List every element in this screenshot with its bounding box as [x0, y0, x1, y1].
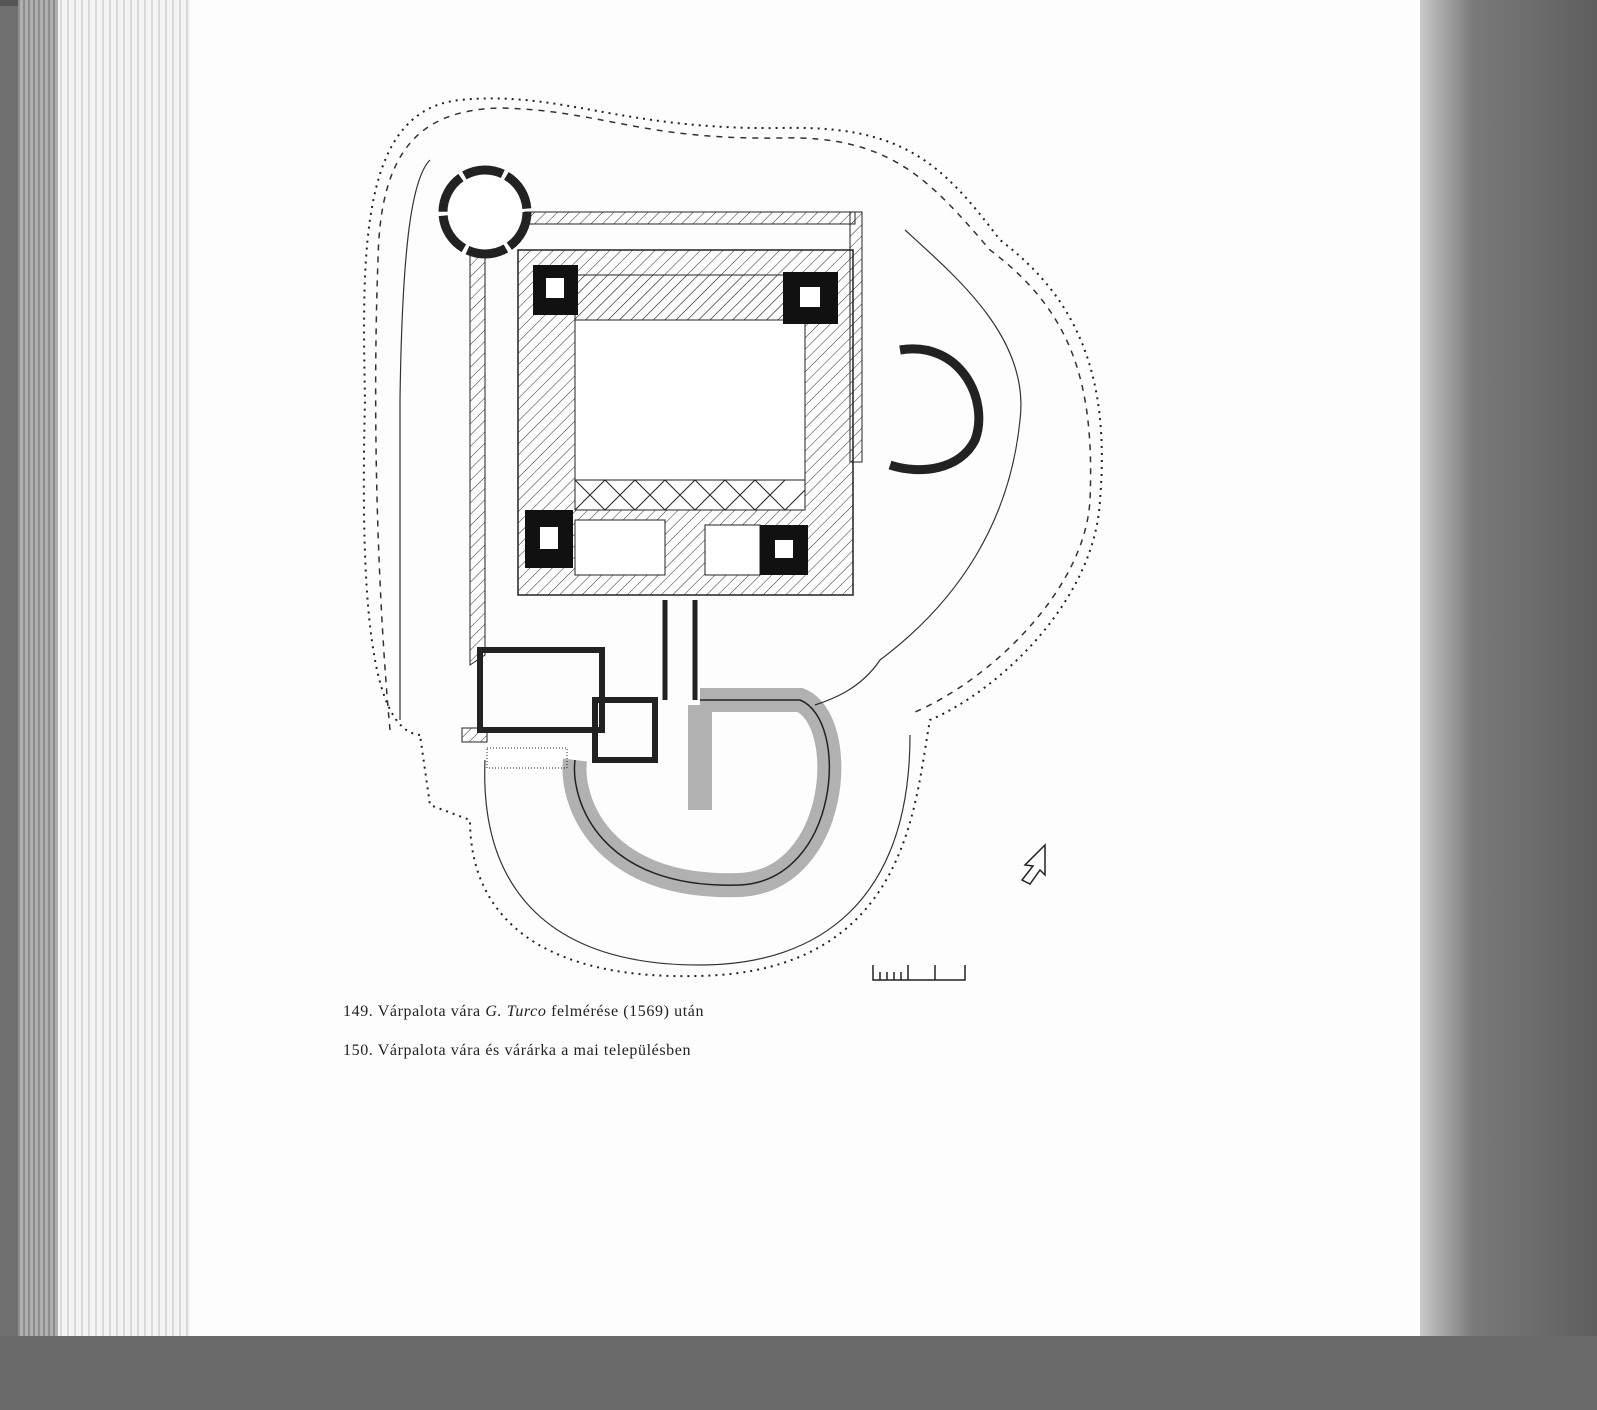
ditch-line	[399, 159, 1022, 966]
north-wall	[524, 211, 856, 225]
facing-page-shadow	[1420, 0, 1597, 1410]
outer-curtain-wall	[469, 239, 486, 666]
moat-outer-line	[362, 97, 1103, 978]
south-room-east	[704, 524, 761, 576]
courtyard	[574, 319, 806, 481]
caption-number: 149.	[343, 1003, 374, 1020]
bridge	[461, 727, 488, 743]
caption-number: 150.	[343, 1042, 374, 1059]
north-arrow-icon	[1020, 843, 1046, 885]
caption-text: Várpalota vára és várárka a mai települé…	[377, 1042, 692, 1059]
caption-author: G. Turco	[485, 1003, 547, 1020]
arcade-vaults	[574, 479, 806, 511]
moat-circle-line	[374, 107, 1092, 731]
scale-bar-icon	[872, 965, 966, 981]
gate-building	[477, 647, 605, 733]
scan-border-bottom	[0, 1336, 1597, 1410]
figure-caption-150: 150. Várpalota vára és várárka a mai tel…	[343, 1042, 691, 1060]
book-spine-edge	[18, 0, 58, 1340]
east-tower	[888, 344, 984, 475]
palace-north-wing	[574, 274, 786, 321]
corner-tower-nw	[438, 165, 532, 259]
caption-text: Várpalota vára	[377, 1003, 481, 1020]
corner-towers-solid	[525, 265, 838, 575]
gate-passage	[592, 697, 658, 763]
caption-text: felmérése (1569) után	[551, 1003, 705, 1020]
south-room-west	[574, 519, 666, 576]
castle-floor-plan	[362, 97, 1103, 981]
south-bastion	[562, 688, 842, 898]
bridge-2	[486, 747, 568, 769]
figure-caption-149: 149. Várpalota vára G. Turco felmérése (…	[343, 1003, 704, 1021]
